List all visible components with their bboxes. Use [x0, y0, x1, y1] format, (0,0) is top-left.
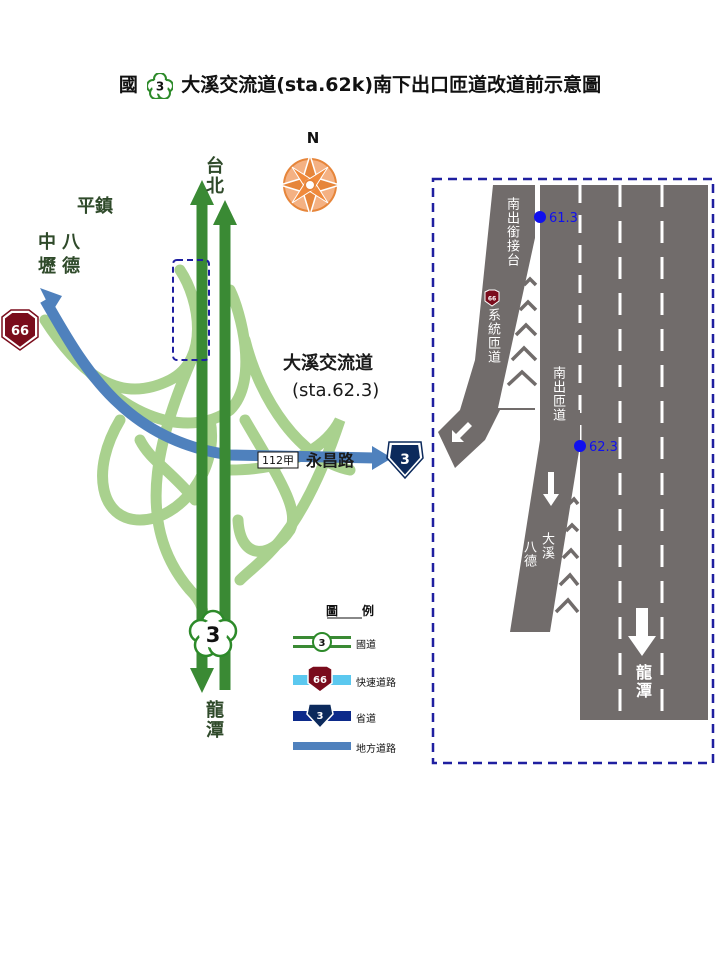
legend-local: 地方道路	[356, 744, 396, 755]
page-title: 國 3 大溪交流道(sta.62k)南下出口匝道改道前示意圖	[0, 70, 720, 99]
compass-north-label: N	[307, 129, 320, 147]
svg-text:66: 66	[313, 675, 327, 686]
label-ramp-connect: 南出銜接台	[504, 197, 519, 267]
svg-text:66: 66	[488, 296, 496, 303]
route-112-label-box: 112甲	[257, 451, 299, 469]
gore-lower-chevrons	[554, 496, 580, 614]
label-ramp-connect-tail: 系統匝道	[485, 308, 500, 364]
detail-panel-frame	[431, 177, 715, 765]
svg-text:66: 66	[11, 324, 29, 339]
label-daxi: 大溪	[539, 532, 554, 560]
provincial-highway-3-shield-icon: 3	[386, 441, 424, 480]
south-arrow-head	[190, 668, 214, 693]
label-ba: 八	[62, 232, 80, 253]
compass-rose-icon	[277, 152, 343, 218]
gore-lower	[550, 445, 580, 632]
svg-text:3: 3	[317, 711, 324, 722]
label-interchange-name: 大溪交流道	[283, 353, 373, 374]
arrow-mainline	[628, 608, 656, 656]
svg-text:112甲: 112甲	[262, 454, 294, 467]
label-de: 德	[62, 256, 80, 277]
detail-66-shield-icon: 66	[484, 289, 500, 307]
ramp-nw-outer	[54, 284, 252, 429]
arrow-south-exit	[543, 472, 559, 506]
national-3-flower-shield-icon: 3	[188, 609, 238, 658]
title-suffix: 大溪交流道(sta.62k)南下出口匝道改道前示意圖	[181, 74, 602, 96]
north-arrow-head-2	[213, 200, 237, 225]
detail-locator-box	[172, 259, 210, 361]
legend-provincial: 省道	[356, 714, 376, 725]
label-south-exit: 南出匝道	[550, 366, 565, 422]
lane-arrows	[452, 420, 656, 656]
km-label-613: 61.3	[549, 211, 578, 226]
label-yongchang-road: 永昌路	[306, 451, 355, 470]
km-label-623: 62.3	[589, 440, 618, 455]
legend-graphics: 3 66 3	[293, 617, 362, 750]
svg-text:3: 3	[206, 623, 221, 647]
north-arrow-head	[190, 180, 214, 205]
title-shield-number: 3	[155, 79, 163, 93]
svg-text:3: 3	[319, 638, 326, 649]
km-marker-623	[574, 440, 586, 452]
ramp-ne	[239, 334, 356, 476]
title-prefix: 國	[118, 74, 138, 96]
national-highway-shield-icon: 3	[146, 72, 173, 99]
arrow-connector	[452, 420, 472, 442]
legend-heading: 圖 例	[326, 604, 375, 618]
legend-national: 國道	[356, 640, 376, 651]
ramp-e-small-loop	[232, 414, 299, 557]
national-highway-3	[190, 180, 237, 693]
label-zhong: 中	[38, 232, 56, 253]
label-bade: 八德	[521, 540, 536, 568]
legend-express: 快速道路	[356, 678, 396, 689]
label-pingzhen: 平鎮	[77, 196, 113, 217]
gore-upper	[498, 215, 540, 408]
expressway-66-shield-icon: 66	[1, 309, 39, 351]
label-longtan: 龍潭	[203, 700, 224, 740]
gore-upper-chevrons	[506, 276, 538, 387]
label-interchange-sta: (sta.62.3)	[292, 380, 380, 401]
km-marker-613	[534, 211, 546, 223]
ramp-w-link	[134, 434, 201, 506]
label-detail-longtan: 龍潭	[633, 664, 652, 700]
label-taipei: 台北	[203, 156, 224, 196]
upper-lane-strip	[540, 185, 580, 445]
label-li: 壢	[38, 256, 56, 277]
svg-text:3: 3	[400, 452, 410, 468]
lane-lines	[618, 185, 664, 720]
